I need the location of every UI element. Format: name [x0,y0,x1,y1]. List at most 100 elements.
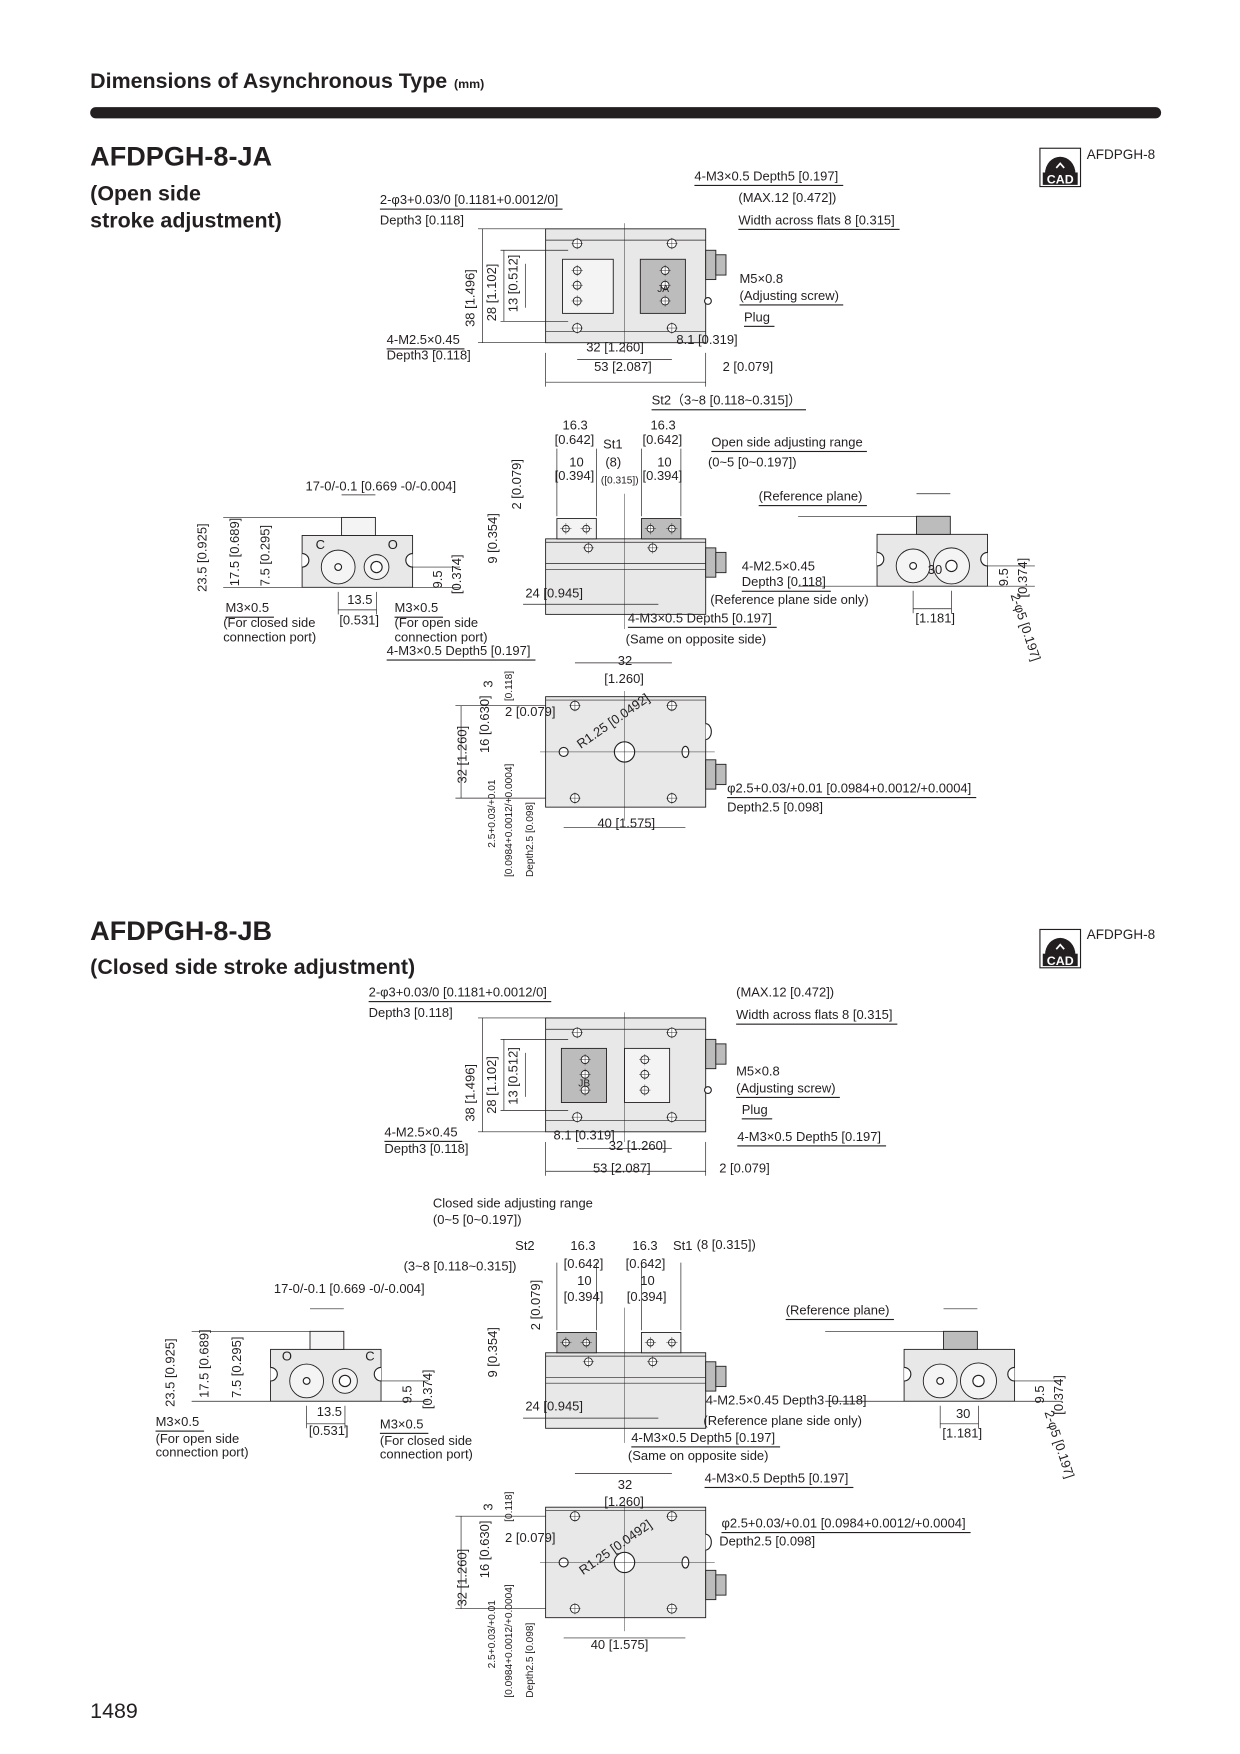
dim-label-l642: [0.642] [554,434,595,448]
dim-label-tol3: Depth2.5 [0.098] [524,1622,536,1698]
dim-label-phi25-depth: Depth2.5 [0.098] [727,801,823,816]
slot-notch [904,1366,912,1382]
dim-label-d118: [0.118] [502,1491,515,1522]
slot-notch [270,1366,278,1382]
dim-label-d3: 3 [482,680,497,688]
dim-label-m3a: M3×0.5 [155,1416,204,1432]
dim-label-plug: Plug [744,311,775,327]
dim-label-d16: 16 [0.630] [479,1520,493,1579]
dim-label-d28: 28 [1.102] [485,1056,500,1114]
body-outline [876,533,988,587]
dim-label-r394: [0.394] [626,1290,667,1305]
dim-label-tol2: [0.0984+0.0012/+0.0004] [502,1584,515,1698]
plug-icon [703,1086,712,1095]
dim-label-d30: 30 [927,563,943,578]
dim-label-d32v: 32 [1.260] [456,1548,471,1607]
dim-label-p315: ([0.315]) [600,474,639,486]
dim-label-d75: 7.5 [0.295] [259,524,273,587]
cad-text: CAD [1047,173,1074,186]
dim-label-d81: 8.1 [0.319] [676,333,738,348]
port-icon [972,1374,985,1388]
dim-label-m3-depth: 4-M3×0.5 Depth5 [0.197] [737,1131,886,1147]
cad-download-icon[interactable]: CAD [1039,147,1082,188]
dim-label-r10: 10 [657,456,672,471]
dim-label-range: Closed side adjusting range [432,1197,593,1211]
dim-label-d95: 9.5 [997,568,1012,587]
dim-label-st2: St2（3~8 [0.118~0.315]） [651,395,806,411]
dim-label-st1-val: (8 [0.315]) [696,1238,756,1253]
port-icon [936,1376,945,1385]
dim-label-adj: (Adjusting screw) [736,1082,841,1098]
dim-label-d1181: [1.181] [942,1427,983,1441]
dim-label-m3-depth: 4-M3×0.5 Depth5 [0.197] [694,170,843,187]
dim-label-o: O [281,1350,292,1365]
dim-label-d75: 7.5 [0.295] [231,1336,245,1398]
body-outline [270,1348,382,1402]
model-subtitle-jb: (Closed side stroke adjustment) [90,955,416,980]
dim-label-ref-plane: (Reference plane) [785,1304,895,1321]
dim-label-d13: 13 [0.512] [507,1047,521,1105]
dim-label-m3a: M3×0.5 [225,602,274,618]
dim-label-d32: 32 [617,654,633,669]
dim-label-d32: 32 [617,1479,633,1493]
jaw [640,518,682,540]
dim-label-d13: 13 [0.512] [507,254,521,313]
cad-model-label[interactable]: AFDPGH-8 [1086,926,1156,943]
dim-label-d2: 2 [0.079] [719,1162,770,1176]
adjusting-screw [715,1574,727,1596]
dim-label-ref-plane: (Reference plane) [758,490,867,507]
jaw [309,1330,345,1350]
dim-label-d1260: [1.260] [604,672,644,687]
dim-label-pin-hole: 2-φ3+0.03/0 [0.1181+0.0012/0] [379,194,563,210]
dim-label-d95: 9.5 [431,570,446,589]
dim-label-d175: 17.5 [0.689] [198,1329,212,1398]
cad-text: CAD [1047,954,1074,967]
adjusting-screw [715,551,727,574]
dim-label-d38: 38 [1.496] [464,269,478,327]
cad-model-label[interactable]: AFDPGH-8 [1086,146,1156,163]
dim-label-d32: 32 [1.260] [586,341,644,356]
port-icon [334,563,343,571]
dim-label-m5: M5×0.8 [739,272,784,287]
adjusting-screw [715,763,727,786]
port-icon [302,1376,311,1385]
plug-icon [703,297,712,305]
dim-label-ref-only: (Reference plane side only) [703,1414,862,1429]
dim-label-range-val: (0~5 [0~0.197]) [707,456,797,471]
model-subtitle-ja-1: (Open side [90,182,201,207]
adjusting-nut [705,547,717,578]
adjusting-nut [705,249,717,281]
slot-notch [876,551,885,567]
port-icon [338,1374,352,1388]
dim-label-d2: 2 [0.079] [505,1532,556,1546]
unit-label: (mm) [453,77,485,92]
dim-label-max12: (MAX.12 [0.472]) [738,191,837,206]
dim-label-st1: St1 [672,1240,693,1254]
dim-label-adj: (Adjusting screw) [739,290,844,306]
dim-label-r642: [0.642] [642,434,683,448]
dim-label-l394: [0.394] [554,470,595,484]
adjusting-screw [715,1043,727,1065]
dim-label-l394: [0.394] [563,1290,604,1305]
dim-label-m3: 4-M3×0.5 Depth5 [0.197] [631,1432,780,1448]
jaw [562,258,614,314]
port-icon [945,559,958,573]
dim-label-d40: 40 [1.575] [590,1639,649,1653]
dim-label-d40: 40 [1.575] [597,817,656,831]
plug-icon [705,1533,712,1551]
dim-label-st2-val: (3~8 [0.118~0.315]) [403,1260,517,1274]
adjusting-nut [705,1038,717,1070]
dim-label-m3b: M3×0.5 [394,602,443,618]
dim-label-d531: [0.531] [308,1424,349,1439]
jaw [943,1330,978,1350]
dim-label-tol1: 2.5+0.03/+0.01 [485,1600,498,1669]
plug-icon [705,723,712,741]
dim-label-m3: 4-M3×0.5 Depth5 [0.197] [386,645,535,661]
adjusting-nut [705,759,717,790]
dim-label-l10: 10 [577,1274,592,1289]
cad-download-icon[interactable]: CAD [1039,928,1082,969]
dim-label-same: (Same on opposite side) [627,1449,769,1464]
section-header: Dimensions of Asynchronous Type(mm) [90,70,484,95]
dim-label-d9: 9 [0.354] [486,513,501,564]
jaw [640,1332,682,1354]
